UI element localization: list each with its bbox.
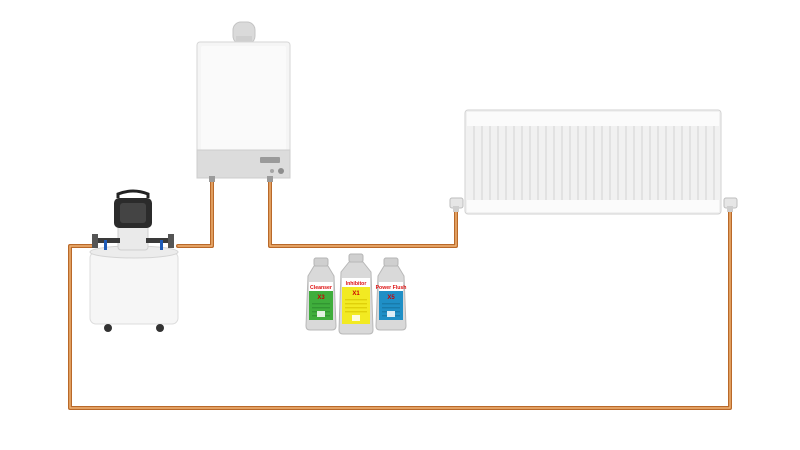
radiator-icon [449,109,738,215]
power-flush-pump-icon [89,189,179,332]
pipe-boiler-to-radiator [268,176,458,248]
bottle-code-label: X1 [352,291,360,297]
radiator-valve-left [449,197,464,212]
radiator-valve-right [723,197,738,212]
pipe-boiler-to-pump [176,176,214,248]
bottle-name-label: Cleanser [310,285,332,291]
bottle-name-label: Inhibitor [346,281,367,287]
bottle-code-label: X5 [387,295,395,301]
boiler-icon [196,21,291,182]
bottle-code-label: X3 [317,295,325,301]
pipe-network [68,176,732,410]
bottle-name-label: Power Flush [376,285,407,291]
